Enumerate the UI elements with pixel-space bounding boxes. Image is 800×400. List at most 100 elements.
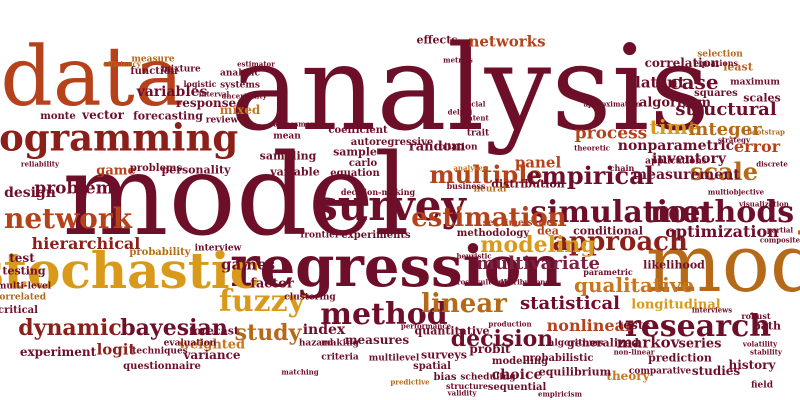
- word-simulation: simulation: [530, 195, 710, 230]
- word-variable: variable: [270, 165, 320, 179]
- word-delphi: delphi: [447, 107, 473, 117]
- word-approach: approach: [552, 227, 688, 257]
- word-partial: partial: [766, 225, 794, 235]
- word-survey: survey: [314, 181, 466, 230]
- word-distributions: distributions: [498, 277, 550, 287]
- word-parametric: parametric: [583, 267, 633, 277]
- word-trait: trait: [466, 128, 490, 139]
- word-history: history: [728, 358, 776, 372]
- word-linear: linear: [421, 289, 507, 319]
- word-techniques: techniques: [132, 346, 188, 357]
- word-probabilistic: probabilistic: [522, 353, 594, 364]
- word-analyses: analyses: [453, 163, 487, 173]
- word-statistical: statistical: [519, 293, 621, 314]
- word-methodology: methodology: [456, 228, 530, 239]
- word-studies: studies: [691, 364, 741, 378]
- word-business: business: [446, 181, 486, 191]
- word-analytic: analytic: [220, 68, 260, 79]
- word-process: process: [574, 123, 648, 144]
- word-least: least: [723, 60, 753, 74]
- word-testing: testing: [2, 264, 46, 278]
- word-effects: effects: [416, 33, 458, 47]
- word-carlo: carlo: [348, 158, 378, 169]
- word-logit: logit: [96, 340, 136, 359]
- word-visualization: visualization: [739, 199, 789, 209]
- word-efficiency: efficiency: [103, 59, 141, 69]
- word-error: error: [733, 137, 781, 156]
- word-estimation: estimation: [411, 203, 567, 233]
- word-programming: programming: [0, 115, 239, 160]
- word-research: research: [624, 309, 772, 344]
- word-multivariate: multivariate: [476, 253, 600, 274]
- word-model: model: [62, 131, 410, 261]
- word-strategy: strategy: [717, 135, 751, 145]
- word-design: design: [4, 185, 56, 201]
- word-volatility: volatility: [742, 339, 778, 349]
- word-random: random: [408, 139, 466, 155]
- word-weighted: weighted: [178, 337, 246, 353]
- word-variables: variables: [136, 84, 208, 100]
- word-latent: latent: [635, 73, 685, 92]
- word-networks: networks: [468, 32, 546, 51]
- word-generalized: generalized: [567, 336, 639, 350]
- word-function: function: [130, 66, 178, 77]
- word-validity: validity: [447, 388, 477, 398]
- word-neural: neural: [473, 184, 507, 195]
- word-measurement: measurement: [632, 167, 740, 183]
- word-maximum: maximum: [730, 77, 780, 88]
- word-integer: integer: [688, 119, 762, 140]
- word-autoregressive: autoregressive: [350, 137, 434, 148]
- word-equation: equation: [330, 168, 380, 179]
- word-scales: scales: [743, 91, 781, 105]
- word-mean: mean: [273, 131, 301, 142]
- word-vector: vector: [82, 108, 124, 122]
- word-forecasting: forecasting: [133, 109, 203, 123]
- word-social: social: [462, 99, 486, 109]
- word-reliability: reliability: [20, 159, 60, 169]
- word-performance: performance: [400, 321, 452, 331]
- word-hierarchical: hierarchical: [31, 234, 141, 253]
- word-non-linear: non-linear: [613, 347, 655, 357]
- word-algorithm: algorithm: [638, 95, 712, 111]
- word-estimator: estimator: [237, 59, 275, 69]
- word-multiple: multiple: [429, 160, 543, 189]
- word-field: field: [751, 380, 773, 391]
- word-likelihood: likelihood: [643, 258, 705, 272]
- word-uncertainty: uncertainty: [221, 91, 267, 101]
- word-interval: interval: [198, 89, 230, 99]
- word-predictive: predictive: [390, 377, 430, 387]
- word-evaluation: evaluation: [163, 338, 217, 349]
- word-inventory: inventory: [651, 151, 727, 167]
- word-probability: probability: [129, 247, 191, 258]
- word-cross-cultural: cross-cultural: [452, 277, 508, 287]
- word-correlation: correlation: [644, 56, 720, 70]
- word-structural: structural: [675, 99, 777, 120]
- word-nonparametric: nonparametric: [617, 138, 735, 154]
- word-review: review: [205, 115, 239, 126]
- word-chain: chain: [609, 163, 635, 173]
- word-critical: critical: [0, 305, 38, 316]
- word-equations: equations: [693, 58, 739, 68]
- word-matching: matching: [281, 367, 319, 377]
- word-markov: markov: [616, 333, 680, 352]
- word-game: game: [96, 163, 136, 179]
- word-systems: systems: [220, 80, 260, 91]
- word-prediction: prediction: [648, 351, 712, 365]
- word-coefficient: coefficient: [328, 125, 388, 136]
- word-spatial: spatial: [413, 361, 451, 372]
- word-squares: squares: [694, 88, 738, 99]
- word-time: time: [649, 115, 701, 139]
- word-correlated: correlated: [0, 292, 47, 303]
- word-stability: stability: [750, 347, 782, 357]
- word-experiment: experiment: [19, 345, 97, 359]
- word-empirical: empirical: [526, 161, 654, 190]
- word-mixed: mixed: [219, 103, 261, 117]
- word-data: data: [0, 30, 184, 125]
- word-tests: tests: [617, 318, 651, 332]
- word-approximation: approximation: [583, 99, 641, 109]
- word-index: index: [302, 322, 346, 338]
- word-monte: monte: [40, 111, 76, 122]
- word-multi-level: multi-level: [0, 281, 52, 292]
- word-variance: variance: [183, 348, 241, 362]
- word-stochastic: stochastic: [0, 241, 261, 300]
